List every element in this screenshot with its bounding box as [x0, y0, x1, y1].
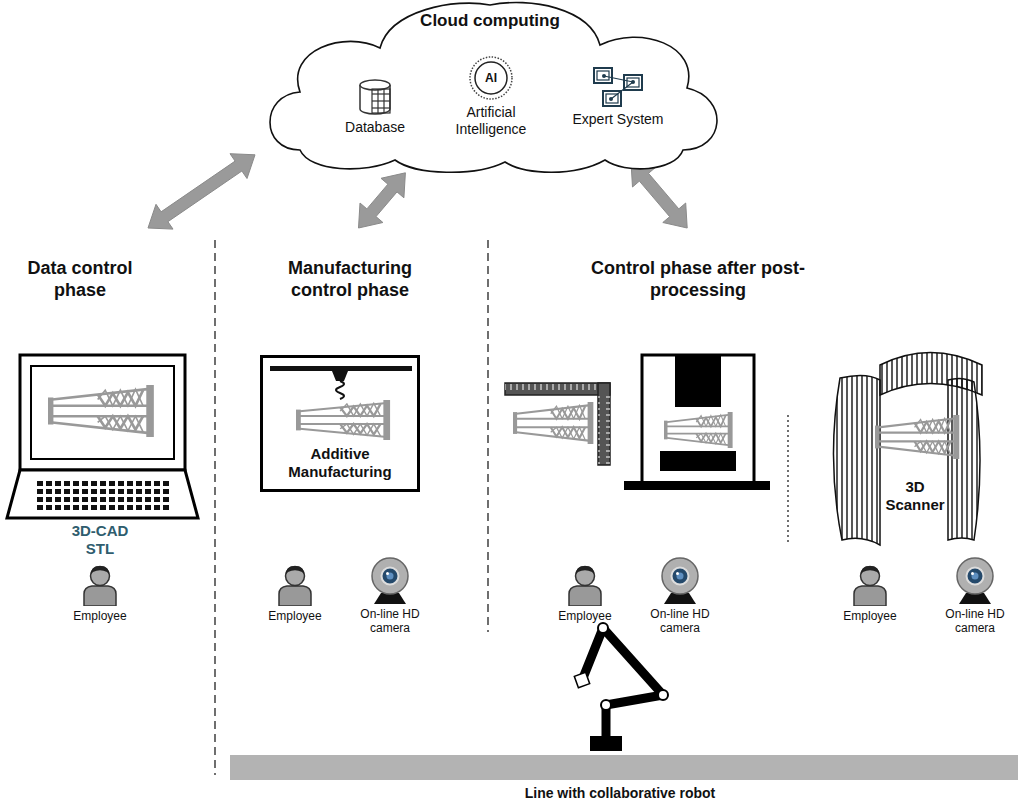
ruler	[505, 383, 610, 465]
machine-box: Additive Manufacturing	[260, 355, 420, 492]
double-arrow	[631, 162, 687, 228]
expert-system-icon	[592, 66, 644, 108]
employee-icon	[854, 566, 886, 606]
icon-caption: Artificial Intelligence	[445, 104, 537, 138]
file-format: 3D-CAD	[50, 522, 150, 540]
phase-heading: Data control phase	[12, 228, 148, 301]
divider	[215, 240, 788, 775]
icon-holder	[358, 78, 392, 116]
computer	[7, 355, 198, 518]
icon-caption: Expert System	[572, 111, 663, 128]
camera-label: On-line HD camera	[936, 607, 1014, 636]
heading: Control phase after post-processing	[590, 258, 806, 301]
scanner	[833, 353, 982, 546]
heading: Data control phase	[12, 258, 148, 301]
machine-label: Additive Manufacturing	[269, 445, 411, 481]
printer	[270, 366, 412, 440]
employee-icon	[569, 566, 601, 606]
press	[624, 355, 770, 490]
employee-label: Employee	[60, 609, 140, 623]
phase-heading: Control phase after post-processing	[590, 228, 806, 301]
production-line	[230, 755, 1018, 780]
employee-icon	[279, 566, 311, 606]
database-node: Database	[327, 78, 423, 136]
camera-icon	[957, 558, 993, 604]
camera-icon	[662, 558, 698, 604]
phase-heading: Manufacturing control phase	[265, 228, 435, 301]
robot	[574, 623, 668, 751]
employee-icon	[84, 566, 116, 606]
employee-label: Employee	[255, 609, 335, 623]
ai-mark: AI	[485, 71, 497, 85]
camera-label: On-line HD camera	[348, 607, 432, 636]
device-label: 3D Scanner	[880, 478, 950, 514]
database-icon	[358, 78, 392, 116]
icon-caption: Database	[345, 119, 405, 136]
heading: Manufacturing control phase	[265, 258, 435, 301]
employee-label: Employee	[830, 609, 910, 623]
camera-icon	[372, 558, 408, 604]
ai-icon: AI	[468, 55, 514, 101]
employee-label: Employee	[545, 609, 625, 623]
file-format: STL	[50, 540, 150, 558]
cloud-title: Cloud computing	[255, 11, 725, 31]
ai-node: AI Artificial Intelligence	[445, 55, 537, 138]
icon-holder	[592, 66, 644, 108]
expert-system-node: Expert System	[570, 66, 666, 128]
line-label: Line with collaborative robot	[470, 785, 770, 802]
double-arrow	[148, 154, 255, 229]
camera-label: On-line HD camera	[638, 607, 722, 636]
cloud: Cloud computingDatabase AI Artificial Inte…	[255, 0, 725, 180]
double-arrow	[359, 173, 406, 228]
